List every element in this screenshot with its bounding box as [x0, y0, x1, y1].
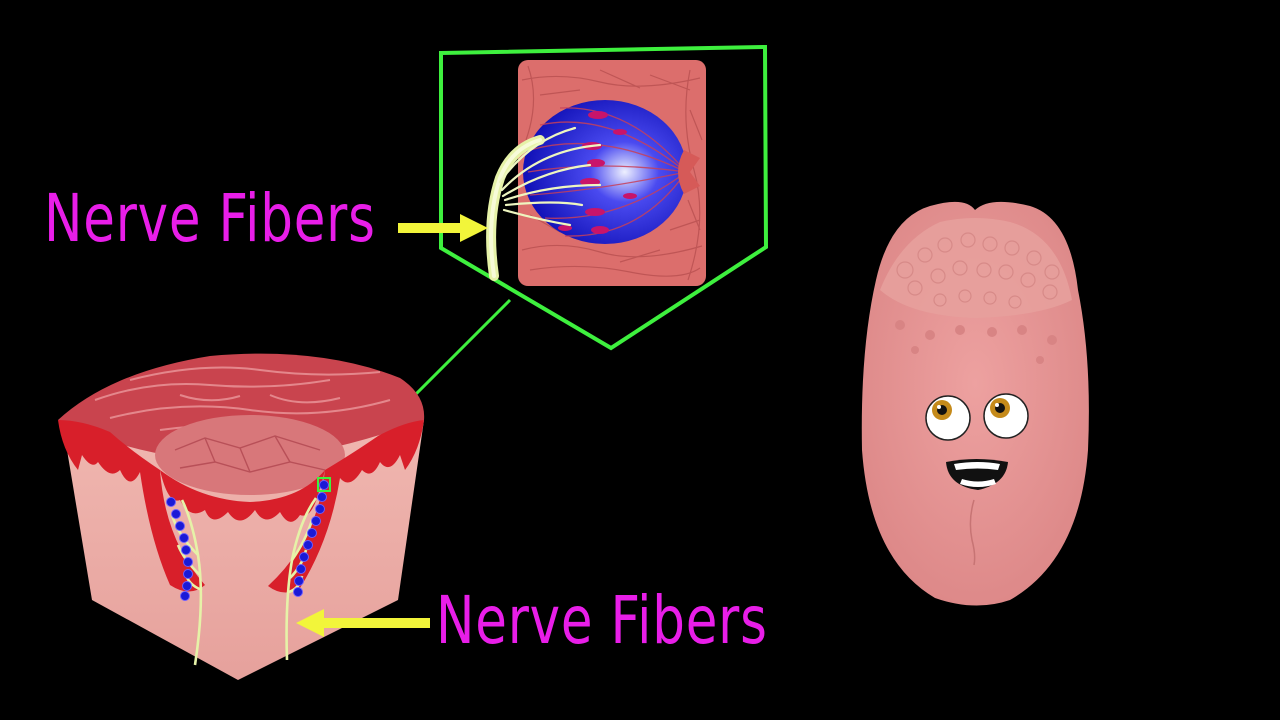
tongue-mouth [946, 459, 1008, 490]
taste-bud [523, 100, 700, 244]
arrow-right-icon [398, 214, 488, 242]
papilla-tissue-block [58, 353, 425, 680]
taste-pore [678, 150, 700, 194]
zoom-source-marker [317, 477, 331, 492]
tongue-character-icon [861, 201, 1089, 606]
nerve-fibers-label-bottom: Nerve Fibers [436, 582, 768, 659]
tongue-eyes [925, 393, 1029, 441]
zoom-callout [439, 44, 769, 351]
nerve-fibers-label-top: Nerve Fibers [44, 180, 376, 257]
papilla-top [155, 415, 345, 495]
nerve-fiber-bundle [486, 126, 602, 281]
callout-outline [439, 44, 769, 351]
tissue-top-surface [58, 353, 425, 462]
epithelium-left [58, 420, 205, 592]
tissue-nerve-fibers [170, 497, 318, 666]
taste-bud-dots [166, 480, 329, 601]
arrow-left-icon [296, 609, 430, 637]
